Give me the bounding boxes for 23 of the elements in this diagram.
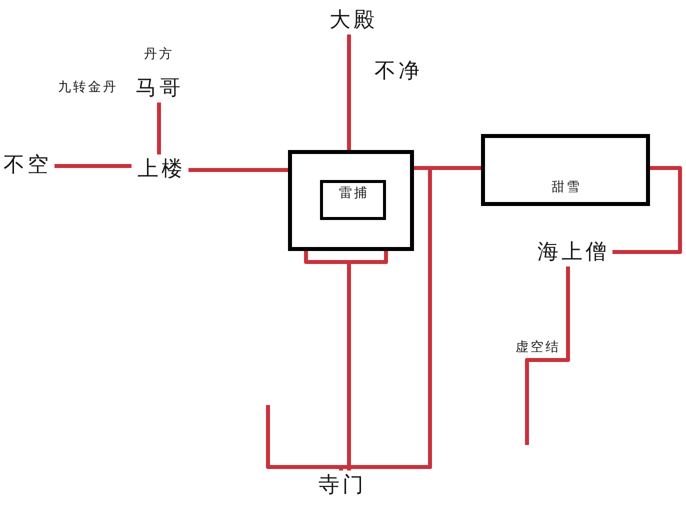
room-frame [481, 134, 650, 206]
edge-label: 虚空结 [514, 340, 560, 356]
place-label: 寺门 [316, 473, 366, 497]
place-label: 海上僧 [534, 240, 610, 264]
place-label: 大殿 [326, 8, 378, 32]
place-label: 不净 [374, 59, 422, 83]
connector-line [525, 266, 570, 445]
connector-line [304, 249, 388, 470]
note-text: 九转金丹 [57, 80, 118, 96]
connector-line [266, 405, 343, 470]
place-label: 上楼 [134, 157, 186, 181]
room-label: 雷捕 [338, 187, 369, 202]
connector-line [612, 166, 682, 254]
place-label: 不空 [0, 153, 52, 177]
building-outline [288, 150, 414, 251]
connector-line [157, 102, 161, 154]
connector-line [188, 168, 288, 172]
place-label: 马哥 [132, 76, 184, 100]
connector-line [347, 34, 351, 150]
room-frame [320, 180, 386, 220]
note-text: 丹方 [143, 48, 174, 62]
room-label: 甜雪 [550, 180, 582, 195]
connector-line [54, 164, 132, 168]
